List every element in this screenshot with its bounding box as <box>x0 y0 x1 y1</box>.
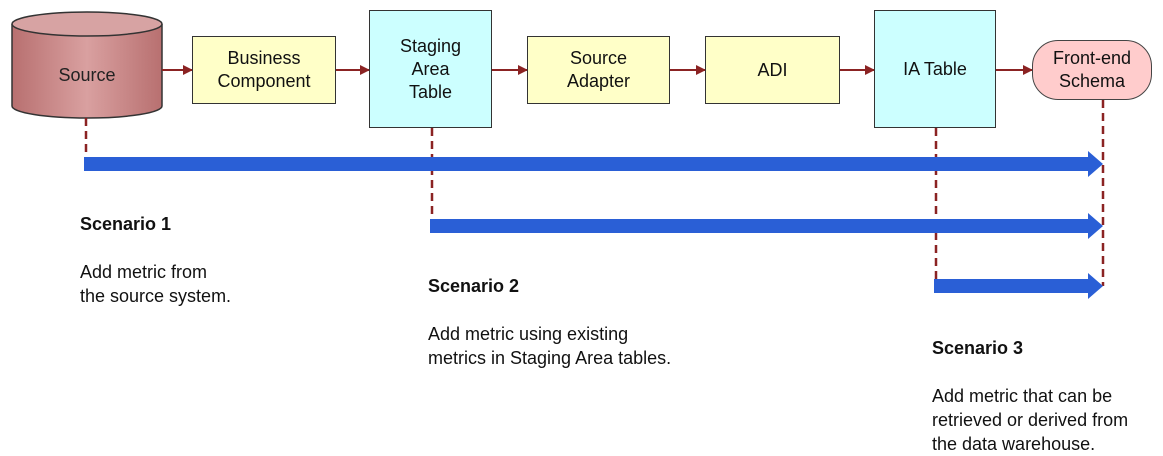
node-front-end-schema: Front-end Schema <box>1032 40 1152 100</box>
node-adi: ADI <box>705 36 840 104</box>
scenario-1-arrow <box>84 151 1103 177</box>
scenario-3-title: Scenario 3 <box>932 338 1024 358</box>
dashed-lines <box>84 100 1105 286</box>
scenario-3-arrow <box>934 273 1103 299</box>
node-staging-area-table: Staging Area Table <box>369 10 492 128</box>
node-source: Source <box>58 64 116 85</box>
scenario-arrows <box>84 151 1103 299</box>
flow-diagram <box>11 11 1105 299</box>
node-source-adapter: Source Adapter <box>527 36 670 104</box>
scenario-2-title: Scenario 2 <box>428 276 520 296</box>
scenario-1-text: Add metric from the source system. <box>80 262 232 306</box>
source-cylinder <box>11 11 163 119</box>
node-business-component: Business Component <box>192 36 336 104</box>
scenario-1-title: Scenario 1 <box>80 214 172 234</box>
scenario-2-label: Scenario 2 Add metric using existing met… <box>428 250 671 370</box>
scenario-3-label: Scenario 3 Add metric that can be retrie… <box>932 312 1128 456</box>
scenario-3-text: Add metric that can be retrieved or deri… <box>932 386 1129 454</box>
scenario-1-label: Scenario 1 Add metric from the source sy… <box>80 188 231 308</box>
scenario-2-arrow <box>430 213 1103 239</box>
scenario-2-text: Add metric using existing metrics in Sta… <box>428 324 672 368</box>
node-ia-table: IA Table <box>874 10 996 128</box>
